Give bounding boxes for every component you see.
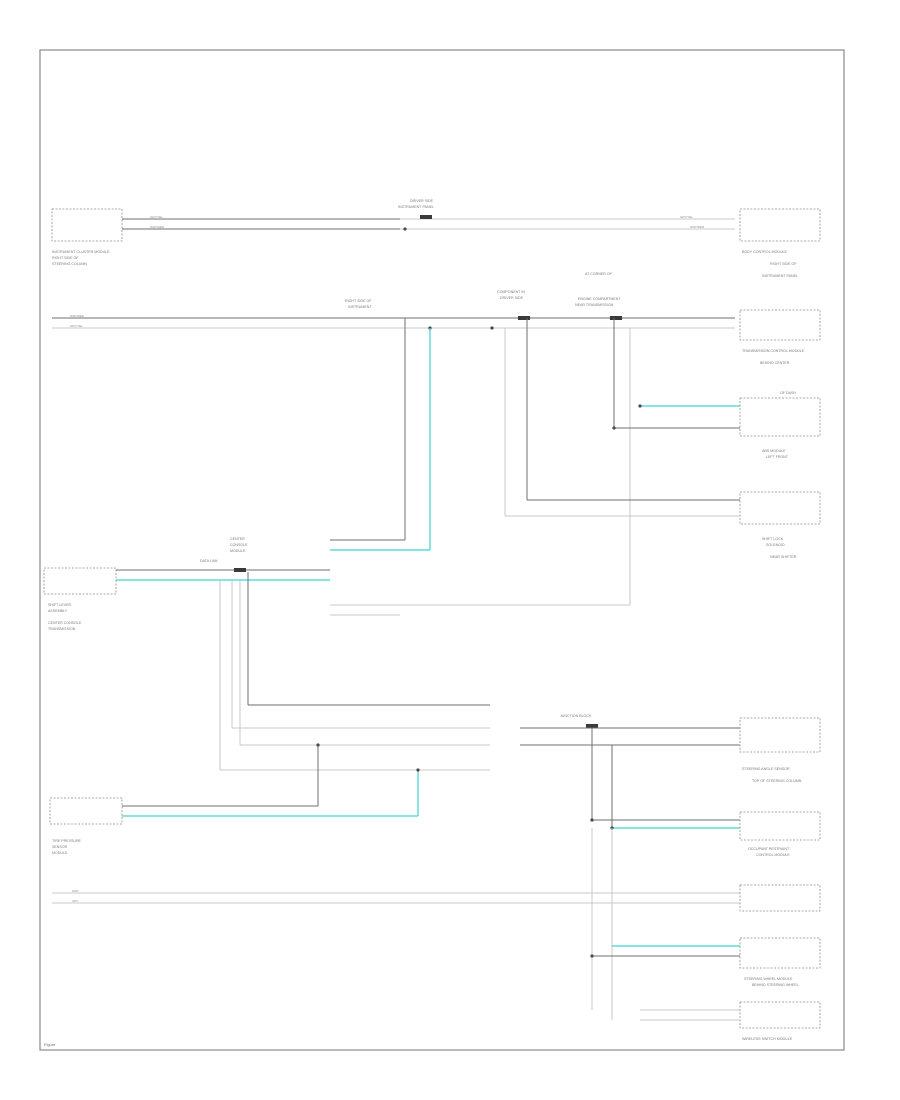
svg-text:CENTER CONSOLE: CENTER CONSOLE <box>48 621 82 625</box>
connector-left-top <box>51 208 123 242</box>
top-row: DRIVER SIDE INSTRUMENT PANEL GRY/YEL WHT… <box>51 199 821 278</box>
svg-text:TRANSMISSION CONTROL MODULE: TRANSMISSION CONTROL MODULE <box>742 349 805 353</box>
splice-mid-1 <box>518 316 530 320</box>
connector-shift-lock <box>739 491 821 525</box>
label-top-right-b: RIGHT SIDE OF <box>770 262 797 266</box>
svg-text:BEHIND STEERING WHEEL: BEHIND STEERING WHEEL <box>752 983 799 987</box>
splice-mid-2 <box>610 316 622 320</box>
svg-text:GRY/YEL: GRY/YEL <box>150 215 163 219</box>
svg-text:LEFT FRONT: LEFT FRONT <box>766 455 789 459</box>
svg-text:SHIFT LOCK: SHIFT LOCK <box>762 537 784 541</box>
shift-lever-block: SHIFT LEVER ASSEMBLY CENTER CONSOLE TRAN… <box>43 537 630 631</box>
svg-text:OF DASH: OF DASH <box>780 391 796 395</box>
connector-occupant-restraint <box>739 811 821 841</box>
second-row: WHT/RED GRY/YEL RIGHT SIDE OF INSTRUMENT… <box>52 272 821 395</box>
svg-text:CENTER: CENTER <box>230 537 245 541</box>
svg-text:MODULE: MODULE <box>52 851 68 855</box>
splice-center <box>234 568 246 572</box>
svg-text:CONSOLE: CONSOLE <box>230 543 248 547</box>
shift-lock-row: SHIFT LOCK SOLENOID NEAR SHIFTER <box>505 491 821 559</box>
connector-steering-angle <box>739 717 821 753</box>
label-top-left-a: INSTRUMENT CLUSTER MODULE <box>52 250 110 254</box>
label-top-center-b: INSTRUMENT PANEL <box>398 205 434 209</box>
splice-junction <box>586 724 598 728</box>
bottom-wires: WHT GRY STEERING WHEEL MODULE BEHIND STE… <box>52 884 821 1041</box>
svg-text:TOP OF STEERING COLUMN: TOP OF STEERING COLUMN <box>752 779 802 783</box>
connector-steering-wheel-module <box>739 937 821 969</box>
label-top-center: DRIVER SIDE <box>410 199 434 203</box>
abs-module-row: ABS MODULE LEFT FRONT <box>612 397 821 459</box>
svg-text:NEAR SHIFTER: NEAR SHIFTER <box>770 555 797 559</box>
svg-text:TRANSMISSION: TRANSMISSION <box>48 627 76 631</box>
diagram-frame <box>39 49 845 1051</box>
svg-text:OCCUPANT RESTRAINT: OCCUPANT RESTRAINT <box>748 847 790 851</box>
svg-text:BEHIND CENTER: BEHIND CENTER <box>760 361 790 365</box>
svg-text:JUNCTION BLOCK: JUNCTION BLOCK <box>560 714 592 718</box>
svg-text:DATA LINK: DATA LINK <box>200 559 218 563</box>
connector-tire-pressure <box>49 797 123 825</box>
label-top-left-b: RIGHT SIDE OF <box>52 256 79 260</box>
svg-text:WIRELESS SWITCH MODULE: WIRELESS SWITCH MODULE <box>742 1037 793 1041</box>
svg-text:SHIFT LEVER: SHIFT LEVER <box>48 603 72 607</box>
svg-text:DRIVER SIDE: DRIVER SIDE <box>500 296 524 300</box>
junction-block: JUNCTION BLOCK STEERING ANGLE SENSOR TOP… <box>520 714 821 1020</box>
connector-abs-module <box>739 397 821 437</box>
connector-right-top <box>739 208 821 242</box>
svg-text:GRY: GRY <box>72 899 78 903</box>
svg-text:CONTROL MODULE: CONTROL MODULE <box>756 853 790 857</box>
svg-text:TIRE PRESSURE: TIRE PRESSURE <box>52 839 82 843</box>
svg-text:RIGHT SIDE OF: RIGHT SIDE OF <box>345 299 372 303</box>
label-top-right-a: BODY CONTROL MODULE <box>742 250 788 254</box>
connector-steering-wheel <box>739 884 821 912</box>
svg-text:STEERING WHEEL MODULE: STEERING WHEEL MODULE <box>744 977 793 981</box>
label-top-right-c: INSTRUMENT PANEL <box>762 274 798 278</box>
svg-text:ASSEMBLY: ASSEMBLY <box>48 609 68 613</box>
svg-text:INSTRUMENT: INSTRUMENT <box>348 305 372 309</box>
figure-reference: Figure <box>44 1042 56 1047</box>
svg-text:COMPONENT IN: COMPONENT IN <box>497 290 525 294</box>
svg-text:AT CORNER OF: AT CORNER OF <box>585 272 613 276</box>
connector-shift-lever <box>43 567 117 595</box>
svg-text:MODULE: MODULE <box>230 549 246 553</box>
svg-text:WHT/RED: WHT/RED <box>70 314 85 318</box>
svg-text:ABS MODULE: ABS MODULE <box>762 449 786 453</box>
svg-text:SENSOR: SENSOR <box>52 845 68 849</box>
tire-pressure-block: TIRE PRESSURE SENSOR MODULE <box>49 743 420 855</box>
svg-text:WHT: WHT <box>72 889 79 893</box>
connector-wireless-switch <box>739 1001 821 1029</box>
svg-text:SOLENOID: SOLENOID <box>766 543 785 547</box>
center-verticals <box>219 572 490 771</box>
svg-text:WHT/RED: WHT/RED <box>150 225 165 229</box>
vertical-wires <box>404 318 631 605</box>
svg-text:GRY/YEL: GRY/YEL <box>680 215 693 219</box>
splice-top-center <box>420 215 432 219</box>
svg-text:GRY/YEL: GRY/YEL <box>70 324 83 328</box>
connector-right-tcm <box>739 309 821 341</box>
svg-text:STEERING ANGLE SENSOR: STEERING ANGLE SENSOR <box>742 767 790 771</box>
svg-text:WHT/RED: WHT/RED <box>690 225 705 229</box>
svg-text:ENGINE COMPARTMENT: ENGINE COMPARTMENT <box>578 297 621 301</box>
label-top-left-c: STEERING COLUMN <box>52 262 87 266</box>
svg-text:NEAR TRANSMISSION: NEAR TRANSMISSION <box>575 303 614 307</box>
